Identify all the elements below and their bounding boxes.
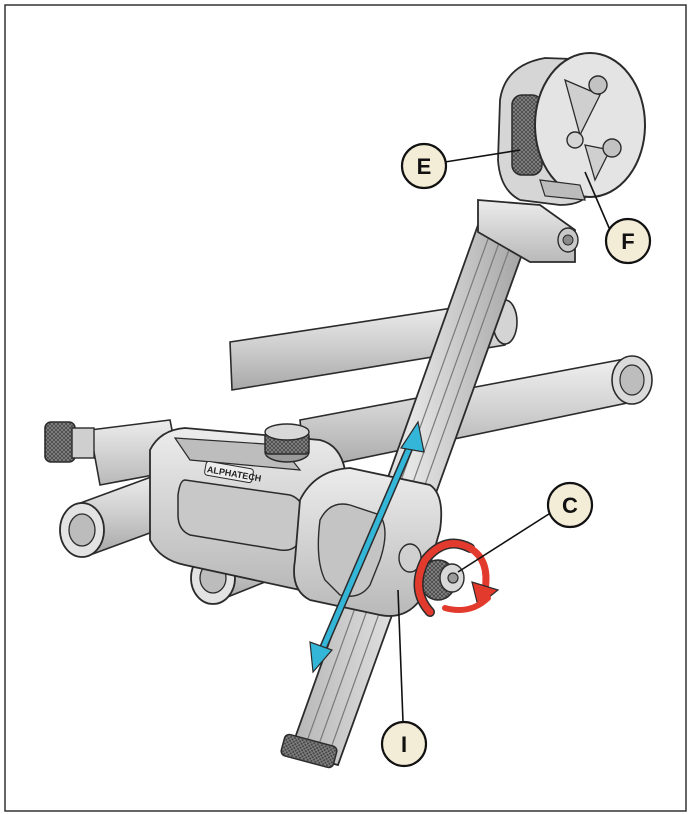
callout-e: E (400, 142, 448, 190)
rotate-arrow-icon (413, 538, 500, 617)
callout-c: C (546, 481, 594, 529)
callout-e-label: E (417, 154, 432, 179)
back-rods (229, 299, 653, 471)
callout-f: F (604, 217, 652, 265)
bidirectional-slide-arrow-icon (309, 420, 425, 674)
left-knob (44, 421, 76, 463)
callout-f-label: F (621, 229, 634, 254)
sight-head (477, 52, 646, 263)
callout-i: I (380, 720, 428, 768)
leader-lines (397, 149, 611, 723)
bar-end-cap (280, 733, 338, 769)
leader-i (397, 589, 404, 723)
callout-i-label: I (401, 732, 407, 757)
callout-c-label: C (562, 493, 578, 518)
leader-c (457, 511, 553, 573)
mount-disc-f (534, 52, 646, 198)
leader-f (584, 171, 611, 231)
leader-e (444, 149, 521, 163)
